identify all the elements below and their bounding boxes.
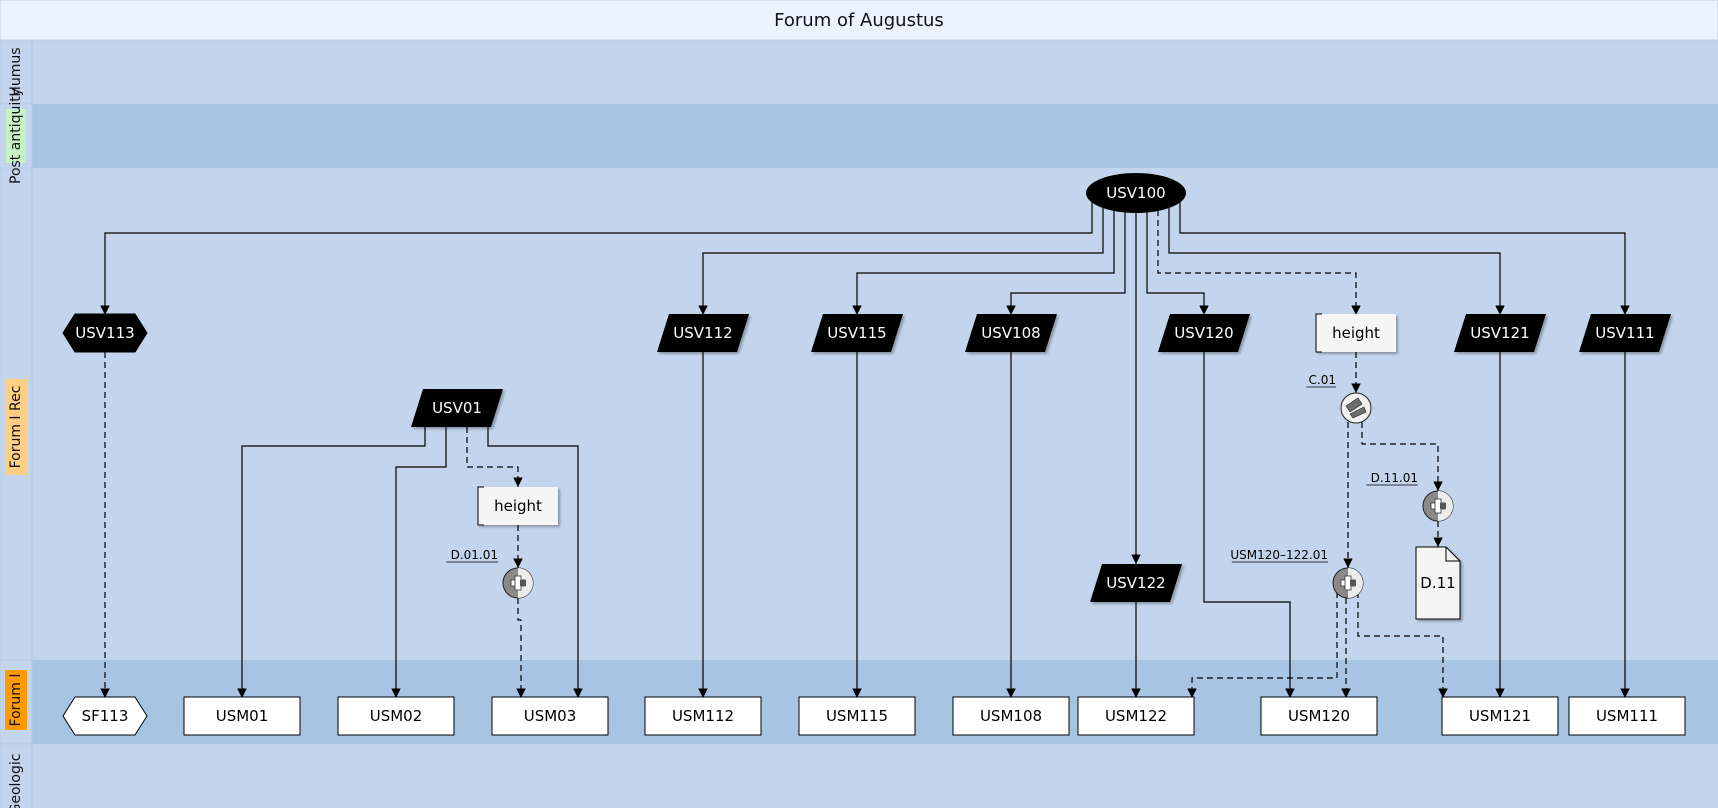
node-usv100[interactable]: USV100	[1086, 173, 1186, 213]
svg-text:Forum I Rec: Forum I Rec	[8, 386, 24, 469]
node-usv108[interactable]: USV108	[965, 314, 1057, 352]
swimlane-label-forum-i: Forum I	[5, 670, 27, 730]
svg-text:USM112: USM112	[672, 707, 734, 725]
node-usv113[interactable]: USV113	[62, 313, 148, 353]
svg-text:D.11: D.11	[1420, 574, 1455, 592]
node-usm111[interactable]: USM111	[1568, 696, 1686, 736]
svg-text:USV111: USV111	[1595, 324, 1654, 342]
svg-text:USM121: USM121	[1469, 707, 1531, 725]
svg-text:USV113: USV113	[75, 324, 134, 342]
node-usv120[interactable]: USV120	[1158, 314, 1250, 352]
svg-text:Post antiquity: Post antiquity	[8, 88, 24, 184]
edge-d0101-to-usm03	[516, 598, 526, 698]
node-usm112[interactable]: USM112	[644, 696, 762, 736]
edge-usv100-to-usv120	[1146, 212, 1209, 315]
svg-text:USV121: USV121	[1470, 324, 1529, 342]
node-usv112[interactable]: USV112	[657, 314, 749, 352]
node-usm03[interactable]: USM03	[491, 696, 609, 736]
edge-usv100-to-usv108	[1006, 212, 1126, 315]
node-d0101[interactable]: D.01.01	[446, 548, 534, 599]
node-sf113[interactable]: SF113	[62, 696, 148, 736]
edge-usm120-122-01-to-usm121	[1357, 592, 1448, 698]
title-bar: Forum of Augustus	[0, 0, 1718, 41]
swimlane-post-antiquity	[0, 103, 1718, 169]
edge-usv100-to-usv112	[698, 208, 1104, 315]
svg-text:USV120: USV120	[1174, 324, 1233, 342]
node-label-d0101: D.01.01	[451, 548, 498, 562]
svg-text:USM115: USM115	[826, 707, 888, 725]
edge-usv01-to-usm02	[391, 427, 447, 698]
svg-text:USM01: USM01	[216, 707, 269, 725]
swimlane-label-geologic: Geologic	[6, 754, 26, 808]
node-height-a[interactable]: height	[477, 486, 558, 526]
edge-usv01-to-usm03	[487, 427, 583, 698]
node-usv01[interactable]: USV01	[411, 389, 503, 427]
node-label-usm120-122-01: USM120–122.01	[1230, 548, 1328, 562]
node-usm01[interactable]: USM01	[183, 696, 301, 736]
svg-text:Geologic: Geologic	[8, 754, 24, 808]
node-c01[interactable]: C.01	[1306, 373, 1372, 424]
node-usv122[interactable]: USV122	[1090, 564, 1182, 602]
node-label-d1101: D.11.01	[1371, 471, 1418, 485]
svg-text:height: height	[494, 497, 542, 515]
svg-text:SF113: SF113	[82, 707, 129, 725]
swimlane-humus	[0, 39, 1718, 105]
edge-usv01-to-usm01	[237, 427, 426, 698]
svg-text:height: height	[1332, 324, 1380, 342]
edge-c01-to-d1101	[1361, 422, 1443, 491]
svg-text:USV122: USV122	[1106, 574, 1165, 592]
edges	[100, 200, 1630, 698]
node-usm120-122-01[interactable]: USM120–122.01	[1230, 548, 1364, 599]
node-d1101[interactable]: D.11.01	[1366, 471, 1454, 522]
svg-text:USM108: USM108	[980, 707, 1042, 725]
svg-text:USM03: USM03	[524, 707, 577, 725]
edge-usv01-to-height-a	[466, 427, 523, 487]
svg-text:Forum I: Forum I	[8, 674, 24, 727]
node-usv121[interactable]: USV121	[1454, 314, 1546, 352]
edge-usm120-122-01-to-usm122	[1187, 592, 1338, 698]
swimlane-label-humus: Humus	[6, 44, 26, 100]
node-height-b[interactable]: height	[1315, 313, 1396, 353]
swimlane-label-post-antiquity: Post antiquity	[6, 88, 26, 184]
svg-text:USV100: USV100	[1106, 184, 1165, 202]
node-usm115[interactable]: USM115	[798, 696, 916, 736]
edge-usv100-to-usv121	[1168, 208, 1505, 315]
node-d11[interactable]: D.11	[1415, 546, 1461, 620]
edge-usv100-to-usv111	[1179, 200, 1630, 315]
node-usm121[interactable]: USM121	[1441, 696, 1559, 736]
svg-text:USM02: USM02	[370, 707, 423, 725]
svg-text:USM122: USM122	[1105, 707, 1167, 725]
edge-usv120-to-usm120	[1203, 352, 1295, 698]
svg-text:Humus: Humus	[8, 47, 24, 96]
node-label-c01: C.01	[1309, 373, 1336, 387]
svg-text:USV112: USV112	[673, 324, 732, 342]
swimlane-geologic	[0, 743, 1718, 808]
swimlane-label-forum-i-rec: Forum I Rec	[5, 379, 27, 475]
edge-usv100-to-usv113	[100, 200, 1093, 315]
edge-usv100-to-usv115	[852, 210, 1115, 315]
svg-text:USM111: USM111	[1596, 707, 1658, 725]
node-usm122[interactable]: USM122	[1077, 696, 1195, 736]
node-usm120[interactable]: USM120	[1260, 696, 1378, 736]
page-title: Forum of Augustus	[774, 10, 944, 31]
node-usv111[interactable]: USV111	[1579, 314, 1671, 352]
svg-text:USV115: USV115	[827, 324, 886, 342]
node-usm02[interactable]: USM02	[337, 696, 455, 736]
svg-text:USV01: USV01	[432, 399, 482, 417]
svg-text:USM120: USM120	[1288, 707, 1350, 725]
svg-text:USV108: USV108	[981, 324, 1040, 342]
edge-usv100-to-height-b	[1157, 210, 1361, 315]
node-usm108[interactable]: USM108	[952, 696, 1070, 736]
node-usv115[interactable]: USV115	[811, 314, 903, 352]
